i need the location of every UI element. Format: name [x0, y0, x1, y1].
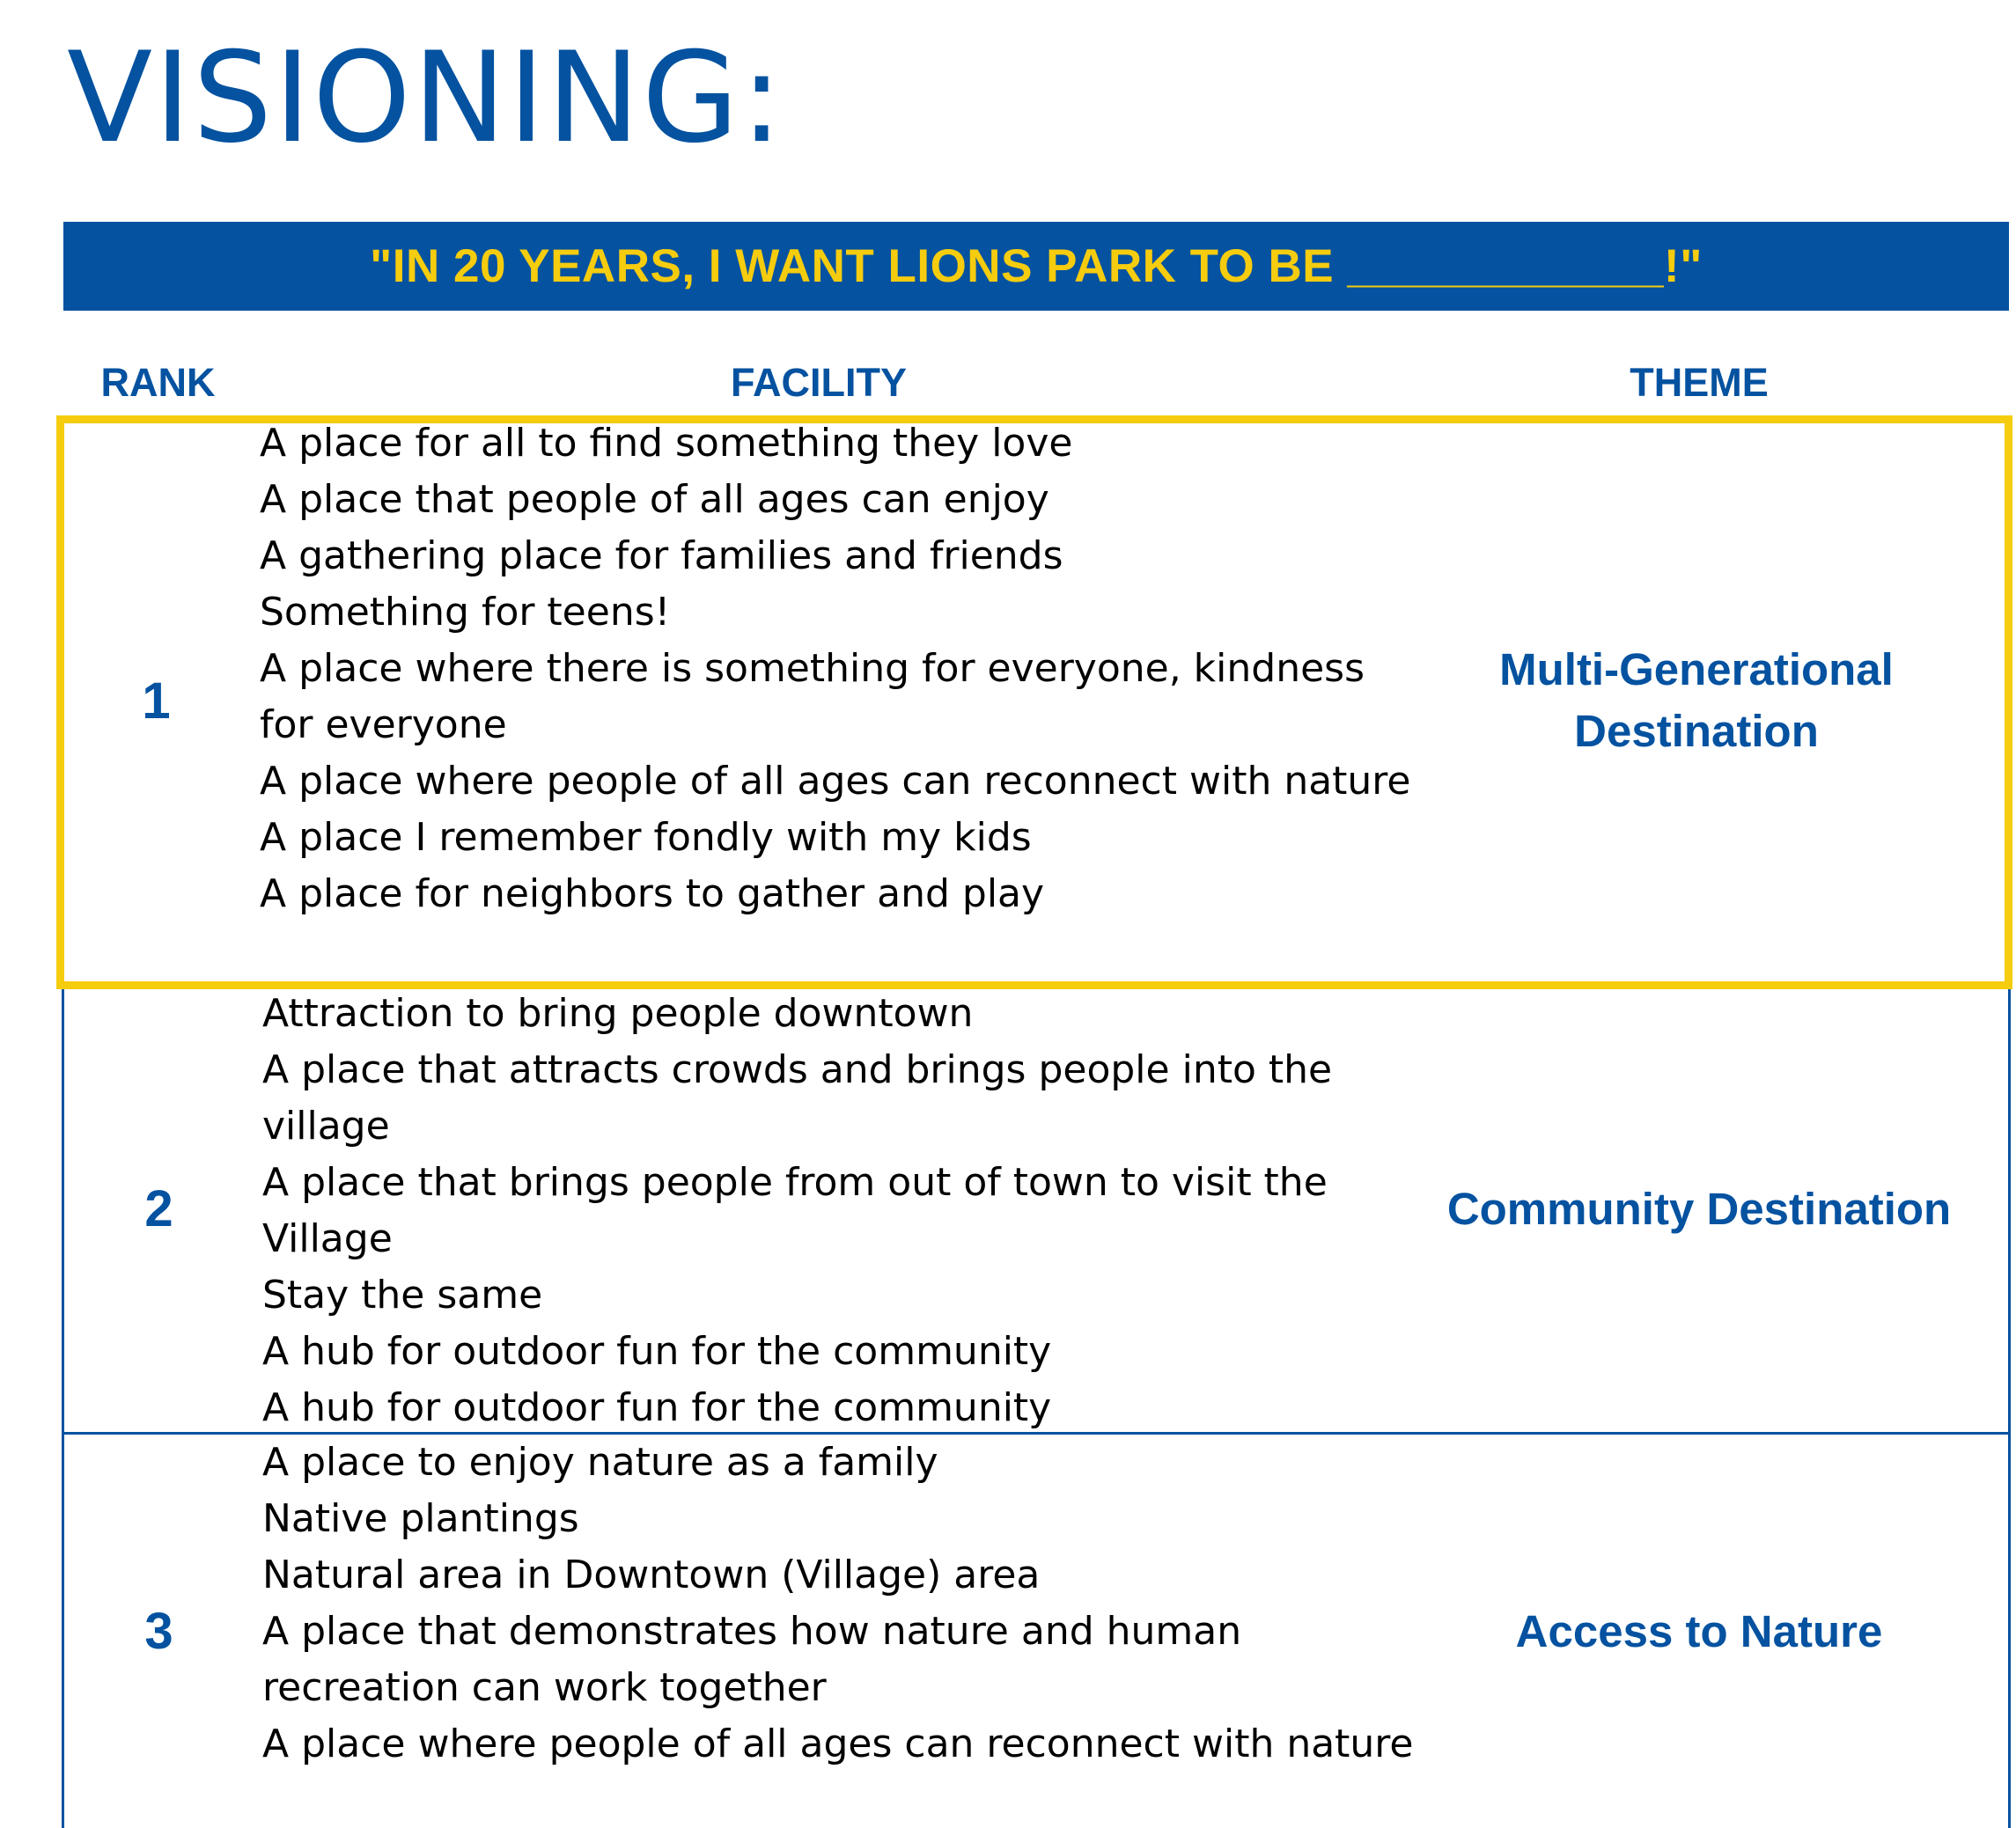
facility-item: A hub for outdoor fun for the community [262, 1385, 1052, 1430]
facility-item: A hub for outdoor fun for the community [262, 1329, 1052, 1374]
facility-item: Stay the same [262, 1273, 543, 1318]
facility-item: A place to enjoy nature as a family [262, 1440, 938, 1485]
facility-item: Native plantings [262, 1496, 579, 1541]
vision-prompt-banner: "IN 20 YEARS, I WANT LIONS PARK TO BE __… [63, 222, 2009, 311]
theme-label: Multi-Generational Destination [1499, 644, 1894, 756]
facility-item: A place for all to find something they l… [260, 421, 1073, 466]
facility-item: A place that brings people from out of t… [262, 1160, 1328, 1261]
column-header-theme: THEME [1630, 360, 1769, 405]
theme-cell: Multi-Generational Destination [1382, 415, 2011, 986]
table-row: 3 A place to enjoy nature as a family Na… [62, 1435, 2011, 1828]
table-row: 2 Attraction to bring people downtown A … [62, 986, 2011, 1435]
theme-cell: Access to Nature [1385, 1435, 2013, 1828]
facility-item: A place that attracts crowds and brings … [262, 1047, 1333, 1149]
facility-list: A place for all to find something they l… [260, 415, 1422, 922]
facility-item: A gathering place for families and frien… [260, 533, 1063, 578]
facility-item: A place that people of all ages can enjo… [260, 477, 1049, 522]
rank-value: 1 [142, 672, 171, 730]
column-header-facility: FACILITY [731, 360, 907, 405]
theme-cell: Community Destination [1385, 986, 2013, 1432]
facility-item: A place for neighbors to gather and play [260, 871, 1045, 916]
theme-label: Community Destination [1446, 1183, 1952, 1234]
facility-item: A place where there is something for eve… [260, 646, 1365, 747]
page-title: VISIONING: [67, 26, 785, 171]
facility-list: Attraction to bring people downtown A pl… [262, 986, 1424, 1436]
theme-label: Access to Nature [1515, 1605, 1883, 1656]
facility-item: A place I remember fondly with my kids [260, 815, 1032, 860]
facility-item: A place where people of all ages can rec… [262, 1722, 1414, 1766]
facility-item: A place where people of all ages can rec… [260, 759, 1411, 804]
facility-item: Attraction to bring people downtown [262, 991, 974, 1036]
table-row: 1 A place for all to find something they… [62, 415, 2011, 986]
rank-value: 2 [144, 1180, 173, 1237]
column-header-rank: RANK [100, 360, 216, 405]
facility-item: Natural area in Downtown (Village) area [262, 1553, 1041, 1597]
vision-prompt-text: "IN 20 YEARS, I WANT LIONS PARK TO BE __… [370, 240, 1703, 292]
facility-item: A place that demonstrates how nature and… [262, 1609, 1242, 1710]
facility-list: A place to enjoy nature as a family Nati… [262, 1435, 1424, 1773]
facility-item: Something for teens! [260, 590, 671, 635]
rank-value: 3 [144, 1603, 173, 1660]
